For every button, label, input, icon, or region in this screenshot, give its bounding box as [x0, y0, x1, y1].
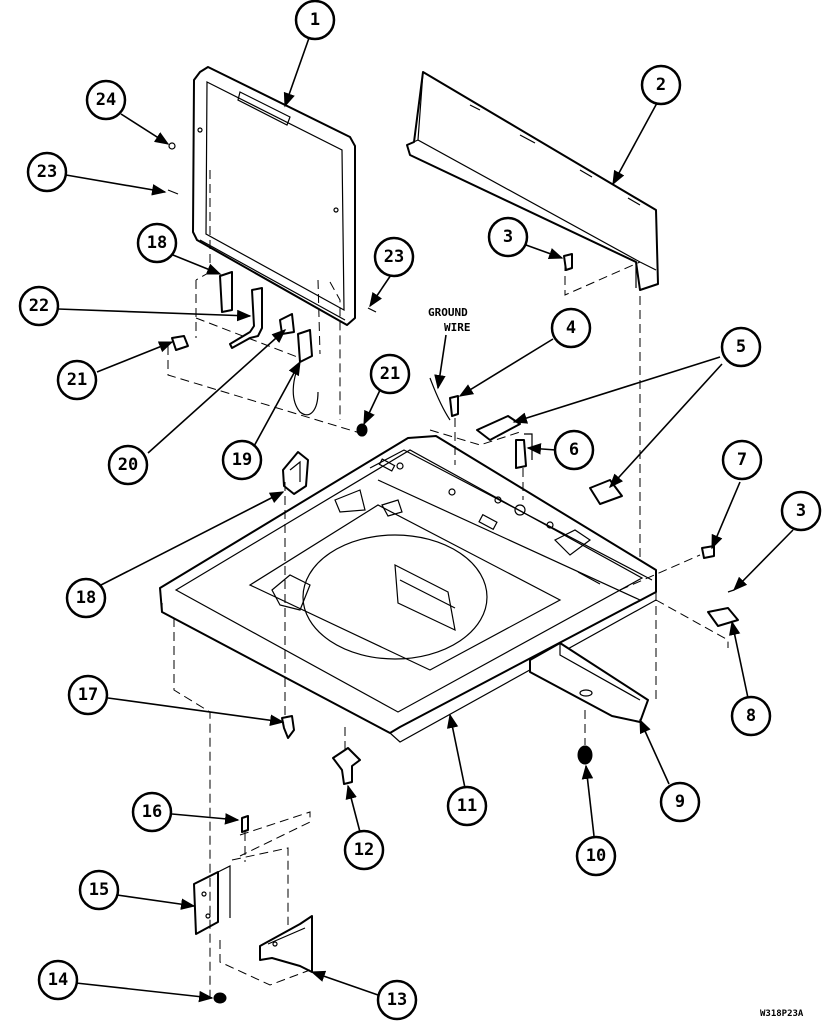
callout-16: 16 [131, 791, 173, 833]
svg-text:16: 16 [142, 802, 162, 822]
pin-part-17 [281, 715, 295, 739]
svg-text:13: 13 [387, 990, 407, 1010]
svg-text:20: 20 [118, 455, 138, 475]
ground-clip-part-20 [279, 313, 295, 335]
svg-text:8: 8 [746, 706, 756, 726]
callout-21-center: 21 [369, 353, 411, 395]
svg-text:10: 10 [586, 846, 606, 866]
callout-17: 17 [67, 674, 109, 716]
ground-label-line2: WIRE [444, 321, 471, 334]
callout-3-right: 3 [780, 490, 822, 532]
svg-text:14: 14 [48, 970, 68, 990]
backsplash-panel-part [406, 71, 659, 291]
callout-bubbles: 1 2 24 23 3 18 23 22 4 5 21 21 6 20 19 7… [18, 0, 822, 1021]
ground-screw-part-4 [429, 377, 459, 421]
wire-harness-part-19 [292, 329, 319, 416]
label-part-5b [589, 479, 623, 505]
svg-text:3: 3 [503, 227, 513, 247]
nut-part-14 [213, 992, 227, 1004]
callout-7: 7 [721, 439, 763, 481]
top-cover-part [159, 435, 657, 743]
svg-text:3: 3 [796, 501, 806, 521]
callout-9: 9 [659, 781, 701, 823]
callout-1: 1 [294, 0, 336, 41]
svg-text:1: 1 [310, 10, 320, 30]
svg-text:18: 18 [76, 588, 96, 608]
svg-text:15: 15 [89, 880, 109, 900]
svg-text:5: 5 [736, 337, 746, 357]
callout-8: 8 [730, 695, 772, 737]
clamp-part-6 [515, 433, 533, 469]
callout-13: 13 [376, 979, 418, 1021]
svg-text:2: 2 [656, 75, 666, 95]
callout-20: 20 [107, 444, 149, 486]
svg-text:18: 18 [147, 233, 167, 253]
svg-text:17: 17 [78, 685, 98, 705]
callout-4: 4 [550, 307, 592, 349]
screw-part-3b [727, 589, 735, 593]
callout-23-upper: 23 [26, 151, 68, 193]
bumper-part-21b [356, 423, 368, 437]
clip-part-8 [707, 607, 739, 627]
callout-18-lower: 18 [65, 577, 107, 619]
svg-text:12: 12 [354, 840, 374, 860]
svg-text:11: 11 [457, 796, 477, 816]
svg-text:19: 19 [232, 450, 252, 470]
callout-14: 14 [37, 959, 79, 1001]
callout-5: 5 [720, 326, 762, 368]
screw-part-23b [367, 307, 377, 313]
svg-text:7: 7 [737, 450, 747, 470]
callout-22: 22 [18, 285, 60, 327]
svg-text:21: 21 [67, 370, 87, 390]
svg-text:24: 24 [96, 90, 116, 110]
drawing-code: W318P23A [760, 1009, 804, 1019]
callout-23-mid: 23 [373, 236, 415, 278]
callout-24: 24 [85, 79, 127, 121]
screw-part-23a [167, 189, 179, 195]
bumper-part-21a [171, 335, 189, 351]
svg-text:6: 6 [569, 440, 579, 460]
callout-19: 19 [221, 439, 263, 481]
leader-lines [57, 37, 794, 1003]
screw-part-16 [241, 815, 249, 833]
callout-12: 12 [343, 829, 385, 871]
svg-text:23: 23 [384, 247, 404, 267]
callout-11: 11 [446, 785, 488, 827]
clip-part-12 [332, 747, 361, 785]
svg-text:21: 21 [380, 364, 400, 384]
ground-wire-annotation: GROUND WIRE [428, 306, 471, 334]
callout-3-upper: 3 [487, 216, 529, 258]
screw-part-7 [701, 545, 715, 559]
callout-21-left: 21 [56, 359, 98, 401]
callout-15: 15 [78, 869, 120, 911]
svg-text:22: 22 [29, 296, 49, 316]
hinge-part-18b [282, 451, 309, 495]
hinge-plate-part-15 [193, 865, 231, 935]
svg-text:4: 4 [566, 318, 576, 338]
svg-text:23: 23 [37, 162, 57, 182]
assembly-dashed-lines [167, 170, 729, 1000]
svg-text:9: 9 [675, 792, 685, 812]
plug-part-10 [577, 745, 593, 765]
callout-6: 6 [553, 429, 595, 471]
callout-18-upper: 18 [136, 222, 178, 264]
callout-10: 10 [575, 835, 617, 877]
front-bracket-part [529, 642, 649, 723]
bracket-part-13 [259, 915, 313, 973]
ground-label-line1: GROUND [428, 306, 468, 319]
callout-2: 2 [640, 64, 682, 106]
hinge-part-18a [219, 271, 233, 313]
screw-part-24 [168, 142, 176, 150]
label-part-5a [476, 415, 521, 441]
lid-part [192, 66, 356, 326]
hinge-rod-part-22 [229, 287, 263, 349]
